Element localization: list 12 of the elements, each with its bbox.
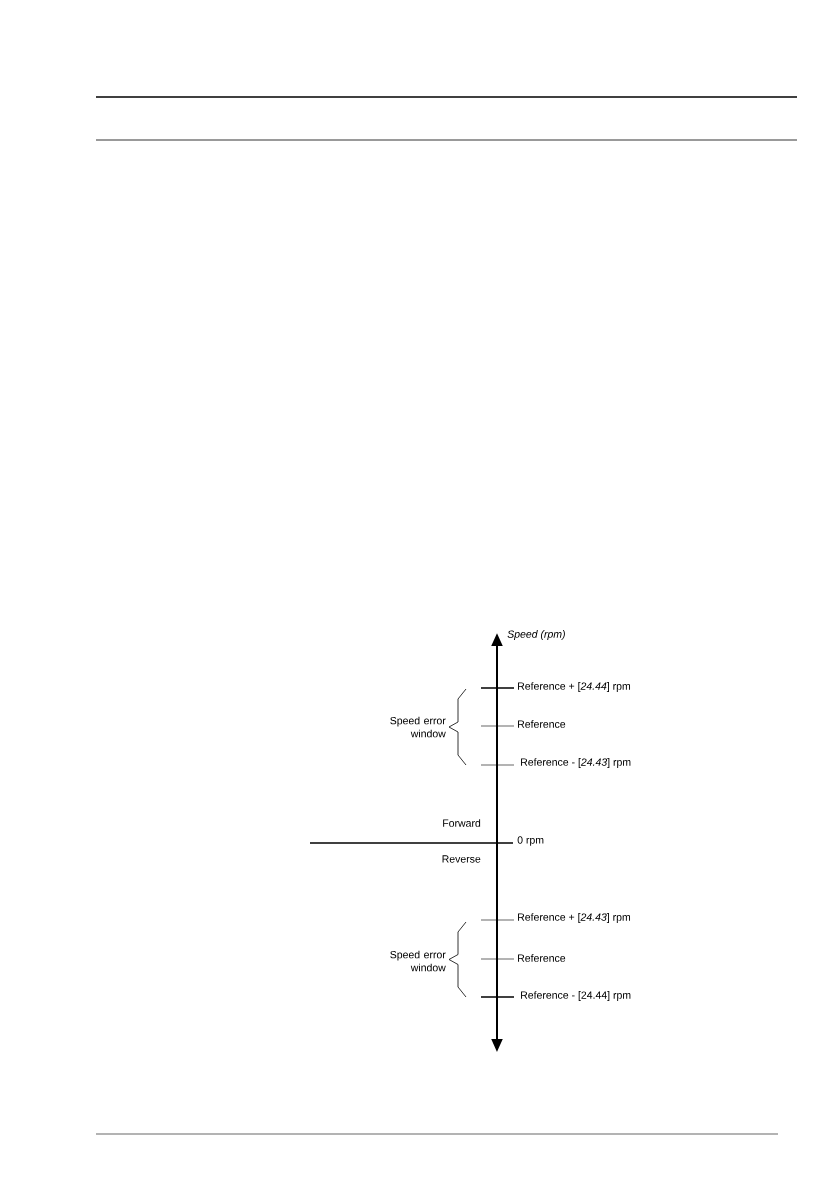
axis-title: Speed (rpm) [507,630,565,640]
tick-label: 0 rpm [517,836,544,846]
tick-label: Reference + [24.43] rpm [518,913,630,923]
brace-label: Speed error window [390,950,446,972]
direction-label: Reverse [442,855,481,863]
direction-label: Forward [443,819,481,827]
tick-label: Reference - [24.44] rpm [521,991,631,1001]
brace-label: Speed error window [390,716,446,738]
tick-label: Reference [518,720,566,728]
tick-label: Reference - [24.43] rpm [521,758,631,768]
tick-label: Reference [518,954,566,962]
tick-label: Reference + [24.44] rpm [518,682,630,692]
